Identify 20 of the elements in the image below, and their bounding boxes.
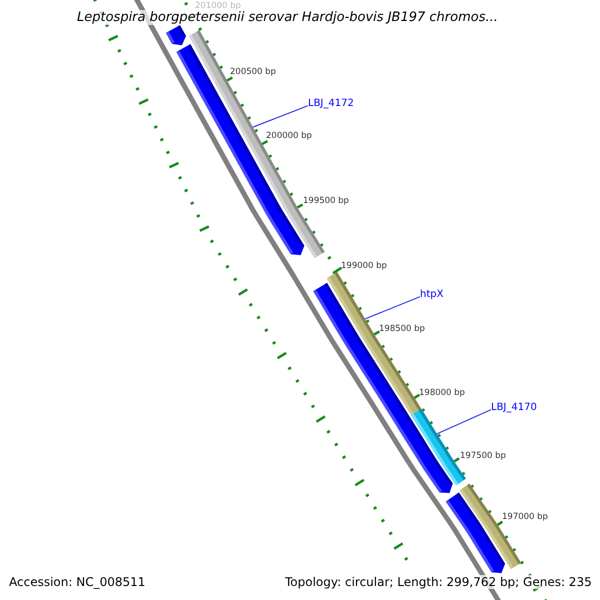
title: Leptospira borgpetersenii serovar Hardjo-bovis JB197 chromos...: [77, 10, 498, 25]
tick-label: 198000 bp: [419, 388, 465, 398]
gene-label: LBJ_4172: [308, 98, 354, 109]
gene-block: [166, 25, 186, 46]
leader-line: [436, 409, 492, 434]
tick-label: 200500 bp: [230, 67, 276, 77]
leader-line: [364, 296, 420, 320]
genome-info-text: Topology: circular; Length: 299,762 bp; Genes: 235: [285, 575, 592, 589]
tick-label: 200000 bp: [266, 131, 312, 141]
tick-label: 198500 bp: [379, 324, 425, 334]
gene-label: LBJ_4170: [491, 402, 537, 413]
leader-line: [252, 105, 308, 128]
gene-label: htpX: [420, 289, 444, 300]
accession-text: Accession: NC_008511: [9, 575, 146, 589]
tick-label: 197000 bp: [502, 512, 548, 522]
gene-block: [398, 420, 453, 493]
tick-label: 197500 bp: [460, 451, 506, 461]
tick-label: 199000 bp: [341, 261, 387, 271]
tick-label: 199500 bp: [303, 196, 349, 206]
tick-label: 201000 bp: [195, 1, 241, 11]
